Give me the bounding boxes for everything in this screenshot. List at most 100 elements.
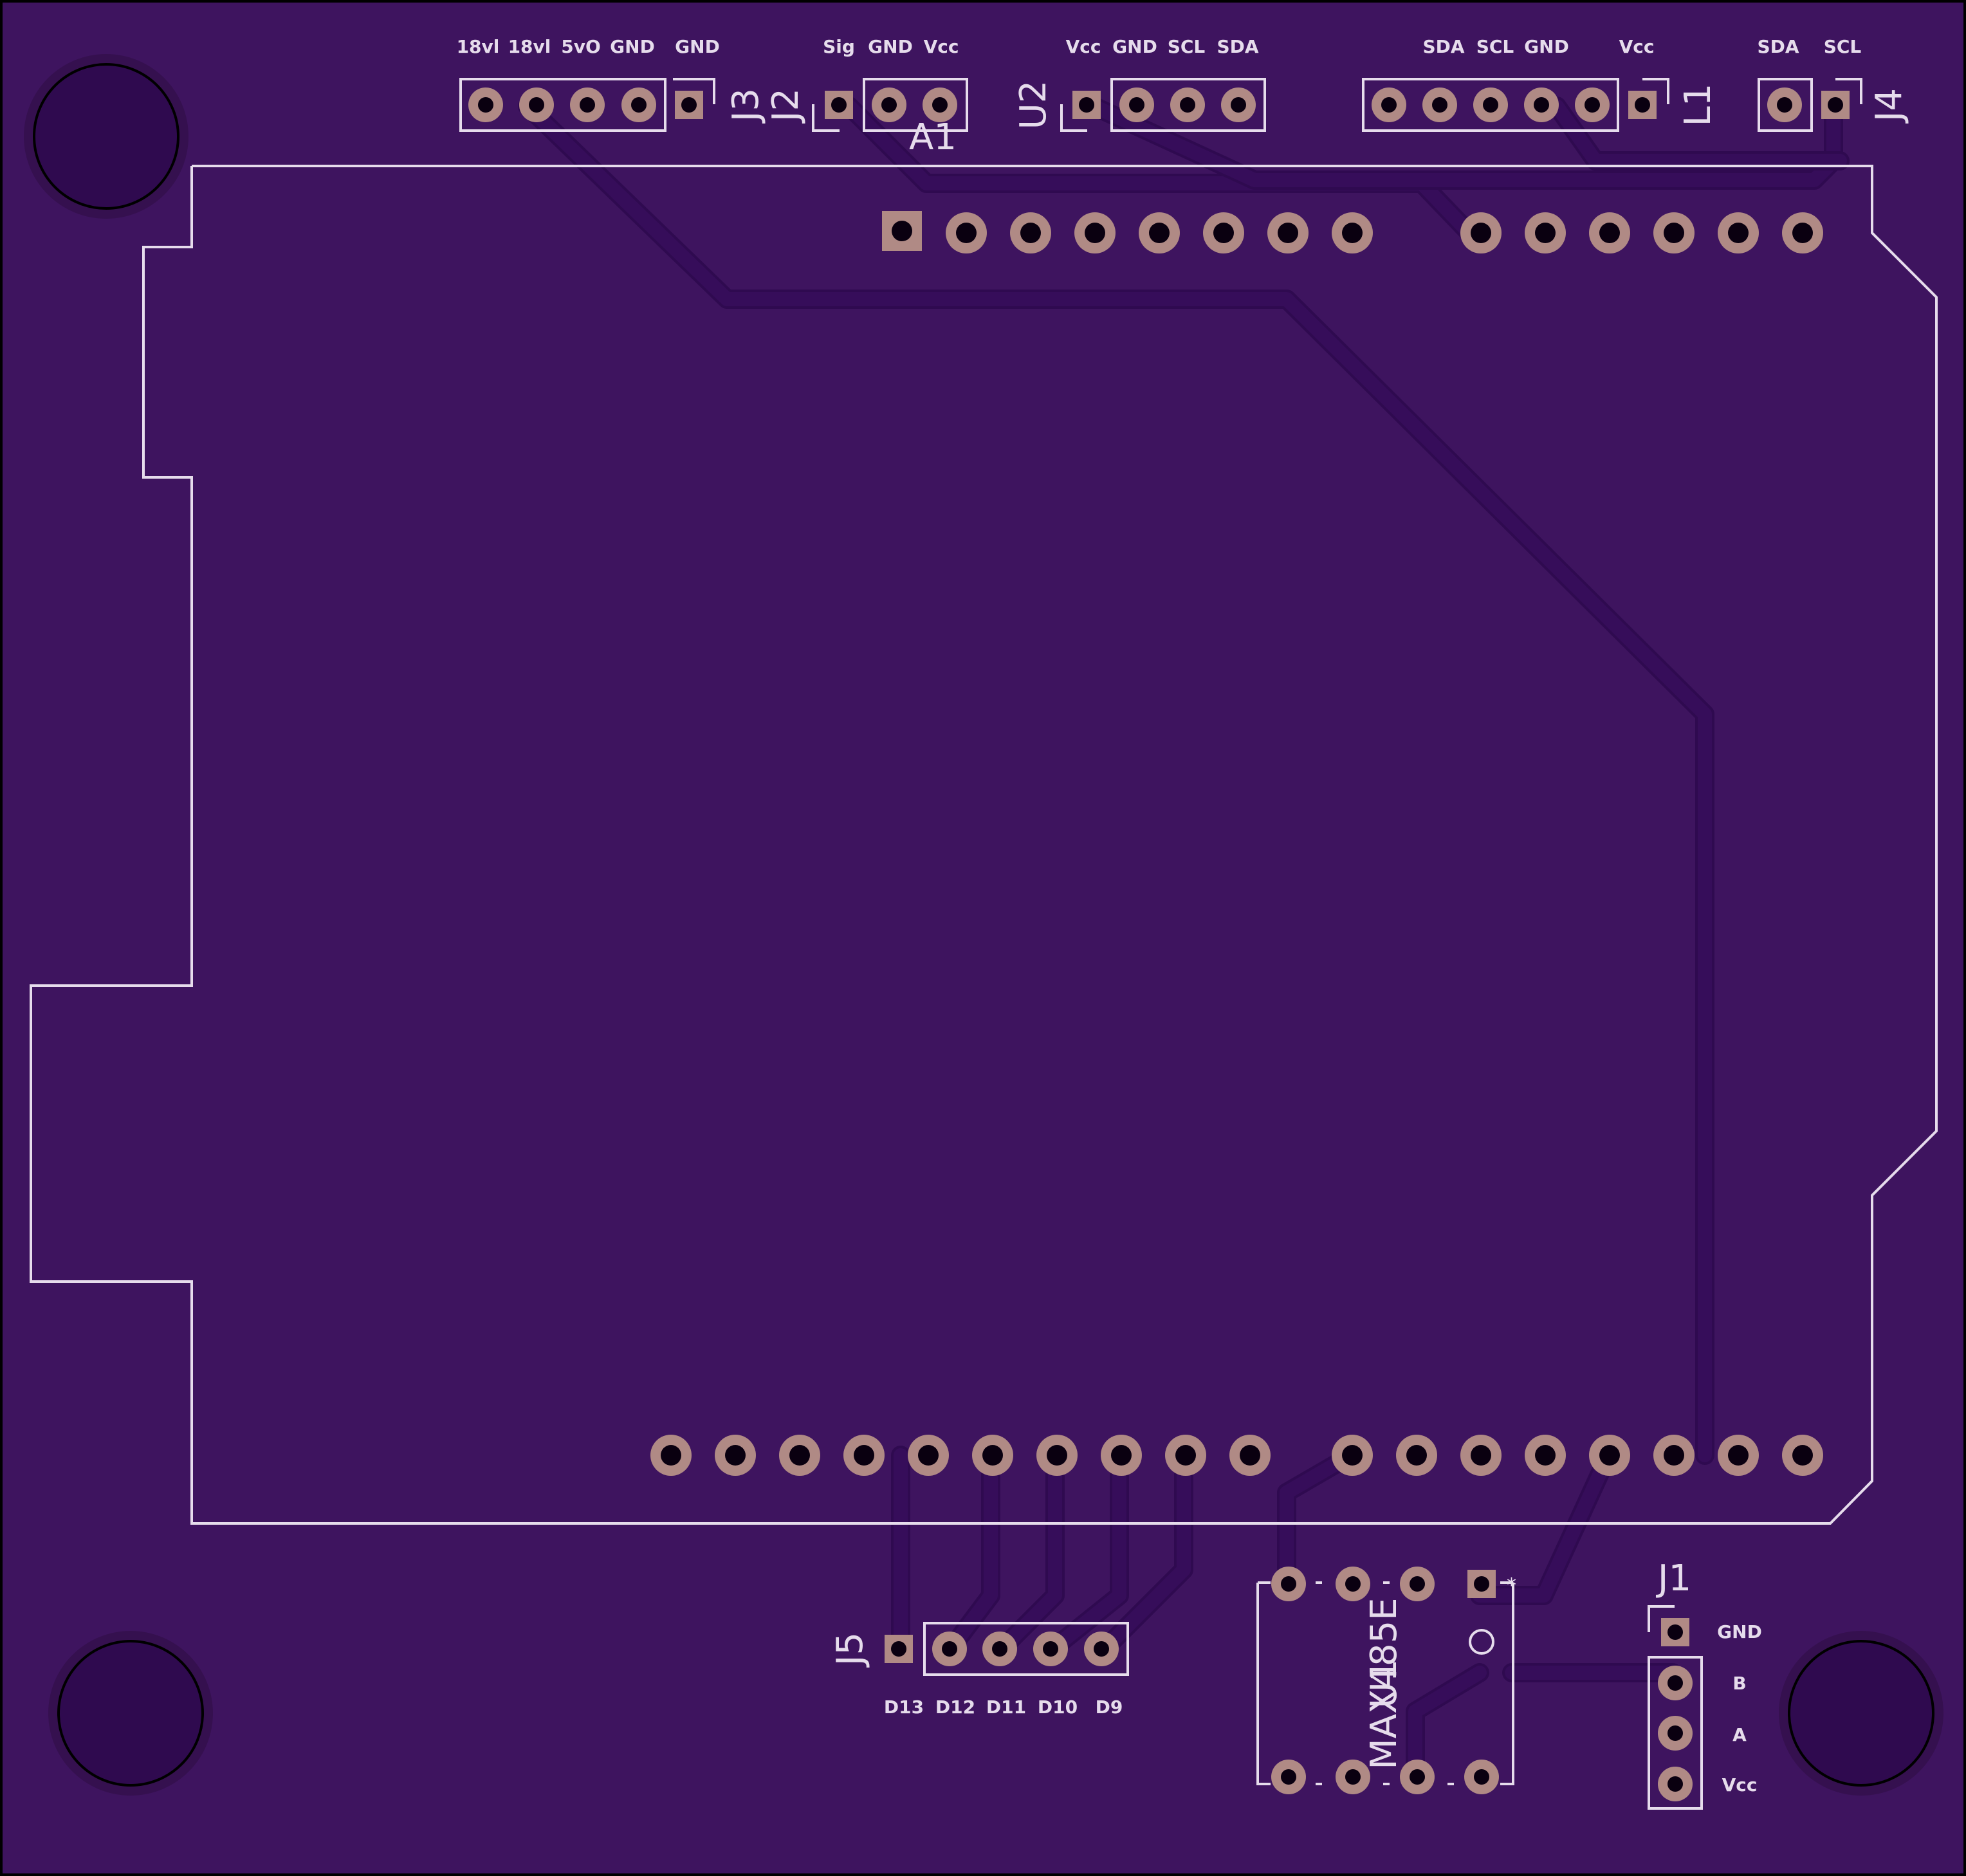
pin-label: Sig [823,36,855,57]
j5-ref: J5 [829,1632,871,1668]
pin-label: SDA [1422,36,1464,57]
drill-hole [1231,97,1246,113]
drill-hole [631,97,647,113]
drill-hole [1792,223,1813,243]
drill-hole [1667,1776,1683,1792]
drill-hole [1129,97,1144,113]
pin-label: GND [1524,36,1569,57]
drill-hole [1534,97,1549,113]
drill-hole [1535,223,1556,243]
drill-hole [1281,1769,1296,1785]
drill-hole [1585,97,1600,113]
drill-hole [891,1641,906,1657]
drill-hole [1342,1445,1363,1466]
pin-label: Vcc [1066,36,1101,57]
drill-hole [1728,1445,1749,1466]
pin-label: D9 [1096,1697,1123,1718]
u1-max485e: * U1 MAX485E [1256,1567,1516,1794]
pin-label: D10 [1038,1697,1078,1718]
pin-label: D13 [884,1697,924,1718]
pin-label: GND [675,36,720,57]
copper-traces [518,97,1850,1787]
drill-hole [1664,223,1684,243]
drill-hole [1213,223,1234,243]
pin-label: GND [1717,1621,1762,1642]
u1-ref: U1 [1363,1659,1405,1709]
drill-hole [1094,1641,1109,1657]
j3-connector: J3 [459,78,767,132]
drill-hole [1175,1445,1196,1466]
drill-hole [1085,223,1105,243]
pin-label: GND [868,36,913,57]
pin-label: GND [610,36,655,57]
drill-hole [1111,1445,1132,1466]
pin-label: 18vl [457,36,500,57]
drill-hole [854,1445,874,1466]
drill-hole [1474,1576,1489,1592]
pin-label: Vcc [1722,1774,1758,1796]
drill-hole [661,1445,681,1466]
drill-hole [1278,223,1298,243]
drill-hole [1047,1445,1067,1466]
drill-hole [1079,97,1094,113]
drill-hole [1635,97,1650,113]
j4-ref: J4 [1868,88,1910,124]
drill-hole [992,1641,1007,1657]
drill-hole [1792,1445,1813,1466]
drill-hole [725,1445,746,1466]
drill-hole [1281,1576,1296,1592]
drill-hole [1406,1445,1427,1466]
drill-hole [1483,97,1498,113]
pin-label: D11 [986,1697,1026,1718]
drill-hole [1471,1445,1491,1466]
drill-hole [1345,1769,1361,1785]
j2-ref: J2 [765,88,807,124]
pin-label: 18vl [508,36,551,57]
drill-hole [1667,1675,1683,1691]
j4-connector: J4 [1758,78,1910,132]
u2-ref: U2 [1013,80,1054,130]
drill-hole [1043,1641,1058,1657]
drill-hole [932,97,948,113]
drill-hole [789,1445,810,1466]
u2-connector: U2 [1013,78,1266,132]
l1-connector: L1 [1362,78,1719,132]
pin-label: SCL [1824,36,1862,57]
drill-hole [1180,97,1195,113]
a1-header-top [882,211,1823,253]
drill-hole [1410,1769,1425,1785]
drill-hole [1728,223,1749,243]
drill-hole [1664,1445,1684,1466]
j1-ref: J1 [1656,1558,1691,1599]
drill-hole [1667,1725,1683,1741]
pin-label: SCL [1168,36,1206,57]
drill-hole [1777,97,1792,113]
drill-hole [1240,1445,1260,1466]
j1-connector: J1 [1648,1558,1703,1810]
arduino-outline [30,165,1938,1525]
u1-part: MAX485E [1363,1597,1405,1769]
pin-label: GND [1112,36,1157,57]
pin1-marker: * [1507,1574,1516,1597]
pin-label: A [1732,1724,1747,1745]
drill-hole [1020,223,1041,243]
drill-hole [1345,1576,1361,1592]
drill-hole [1535,1445,1556,1466]
drill-hole [942,1641,957,1657]
drill-hole [1342,223,1363,243]
a1-header-bottom [650,1435,1823,1476]
drill-hole [1599,1445,1620,1466]
drill-hole [982,1445,1003,1466]
drill-hole [918,1445,939,1466]
drill-hole [478,97,493,113]
pin-label: 5vO [561,36,601,57]
pin-label: B [1732,1673,1746,1694]
drill-hole [1410,1576,1425,1592]
pin-label: SDA [1757,36,1799,57]
mounting-holes [24,54,1943,1796]
drill-hole [1667,1624,1683,1640]
l1-ref: L1 [1677,84,1719,127]
j3-ref: J3 [725,88,767,124]
drill-hole [580,97,595,113]
